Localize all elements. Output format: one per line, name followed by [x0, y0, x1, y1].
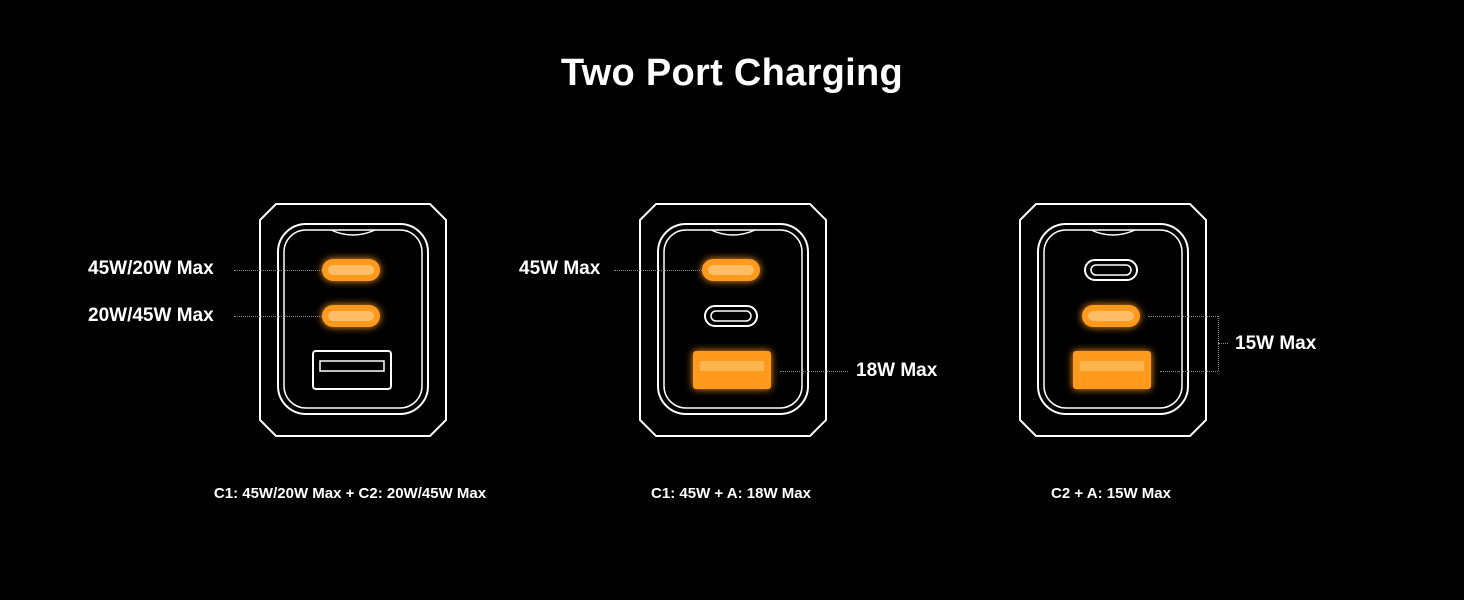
power-label: 45W Max — [519, 258, 601, 279]
charger-diagram-1 — [256, 200, 456, 440]
page-title: Two Port Charging — [560, 52, 904, 94]
usb-a-port — [312, 350, 392, 390]
leader-line — [234, 316, 322, 317]
power-label: 18W Max — [856, 360, 938, 381]
power-label: 45W/20W Max — [88, 258, 214, 279]
leader-line — [1218, 343, 1228, 344]
config-caption: C2 + A: 15W Max — [1051, 485, 1171, 502]
power-label: 15W Max — [1235, 333, 1317, 354]
charger-body-1 — [259, 203, 447, 437]
leader-line — [1148, 316, 1218, 317]
leader-line — [780, 371, 848, 372]
leader-line — [234, 270, 322, 271]
leader-line — [1160, 371, 1218, 372]
config-caption: C1: 45W + A: 18W Max — [651, 485, 811, 502]
usb-c-port-2 — [704, 305, 758, 327]
charger-diagram-2 — [636, 200, 836, 440]
charger-body-3 — [1019, 203, 1207, 437]
power-label: 20W/45W Max — [88, 305, 214, 326]
charger-body-2 — [639, 203, 827, 437]
config-caption: C1: 45W/20W Max + C2: 20W/45W Max — [213, 485, 487, 502]
charger-diagram-3 — [1016, 200, 1216, 440]
usb-c-port-1 — [1084, 259, 1138, 281]
leader-line — [614, 270, 702, 271]
